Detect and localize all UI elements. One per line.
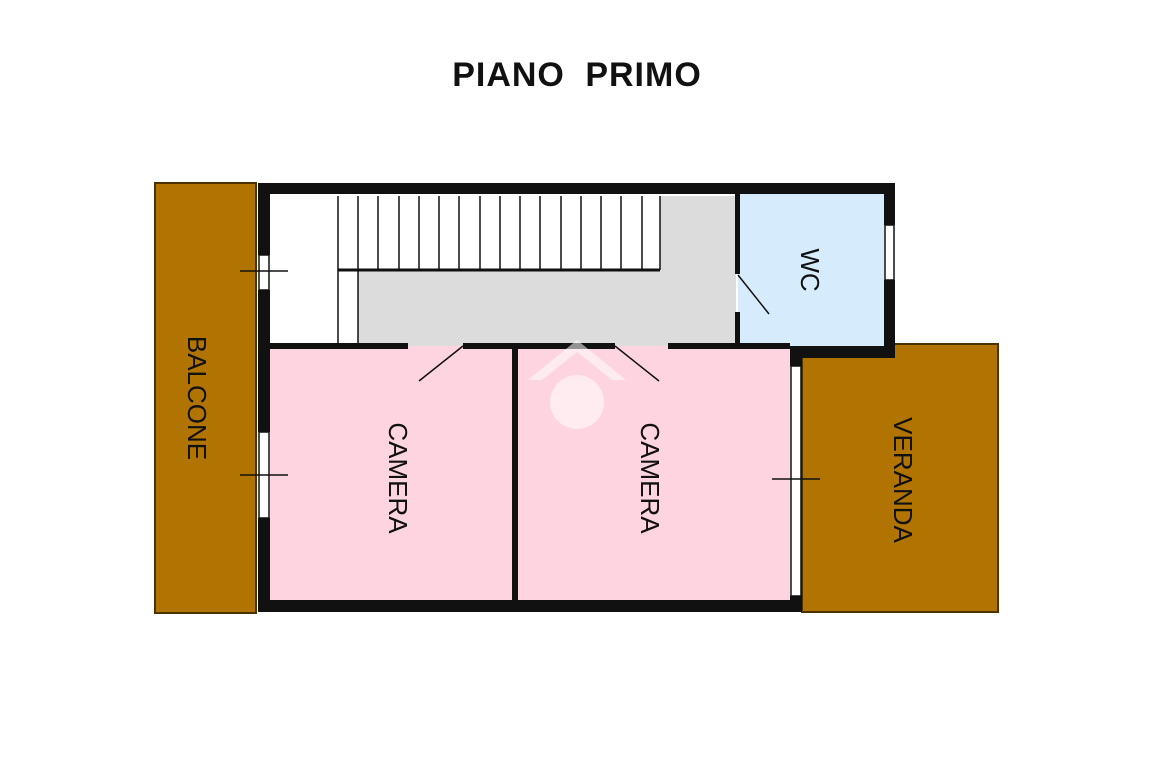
camera-left-area [270,346,514,602]
entrance-floor [270,194,338,346]
camera-left-label: CAMERA [383,422,413,534]
balcone-area [154,182,257,614]
staircase [337,196,661,346]
veranda-label: VERANDA [888,417,918,543]
balcone-label: BALCONE [182,336,212,460]
plan-title: PIANO PRIMO [452,56,702,94]
wc-area [738,194,884,346]
house-logo-icon [528,340,626,429]
wc-label: WC [795,248,825,291]
walls [258,183,895,612]
stair-landing [338,196,660,270]
camera-right-label: CAMERA [635,422,665,534]
doors [240,270,820,480]
veranda-area [801,343,999,613]
